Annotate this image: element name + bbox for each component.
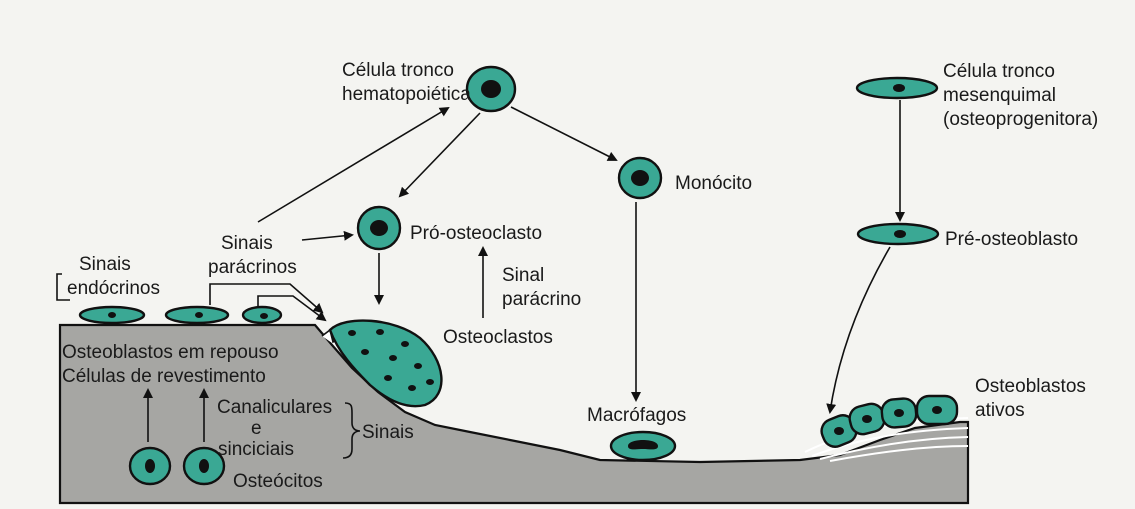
endocrine-signals-label-line1: Sinais (79, 254, 131, 275)
hsc-label-line1: Célula tronco (342, 60, 454, 81)
active-osteoblasts-label-line2: ativos (975, 400, 1025, 421)
monocyte-label: Monócito (675, 173, 752, 194)
active-osteoblasts-label-line1: Osteoblastos (975, 376, 1086, 397)
paracrine-signals-label-line2: parácrinos (208, 257, 297, 278)
lining-cell (166, 307, 228, 323)
lining-cell (243, 307, 281, 323)
osteocytes-label: Osteócitos (233, 471, 323, 492)
paracrine-signal-label-line2: parácrino (502, 289, 581, 310)
macrophages-label: Macrófagos (587, 405, 686, 426)
preosteoclast-cell (358, 207, 400, 249)
hsc-label-line2: hematopoiética (342, 84, 471, 105)
canalicular-label-line1: Canaliculares (217, 397, 332, 418)
signals-label: Sinais (362, 422, 414, 443)
preosteoblast-label: Pré-osteoblasto (945, 229, 1078, 250)
canalicular-label-line2: e (251, 418, 262, 439)
paracrine-signals-label-line1: Sinais (221, 233, 273, 254)
lining-cell (80, 307, 144, 323)
preosteoclast-label: Pró-osteoclasto (410, 223, 542, 244)
resting-osteoblasts-label: Osteoblastos em repouso (62, 342, 279, 363)
paracrine-signal-label-line1: Sinal (502, 265, 544, 286)
msc-label-line3: (osteoprogenitora) (943, 109, 1098, 130)
monocyte-cell (619, 158, 661, 198)
osteocyte-cell (130, 448, 170, 484)
msc-label-line2: mesenquimal (943, 85, 1056, 106)
macrophage-cell (611, 432, 675, 460)
preosteoblast-cell (858, 224, 938, 244)
hematopoietic-stem-cell (467, 67, 515, 111)
msc-label-line1: Célula tronco (943, 61, 1055, 82)
mesenchymal-stem-cell (857, 78, 937, 98)
osteoclasts-label: Osteoclastos (443, 327, 553, 348)
lining-cells-label: Células de revestimento (62, 366, 266, 387)
canalicular-label-line3: sinciciais (218, 439, 294, 460)
endocrine-signals-label-line2: endócrinos (67, 278, 160, 299)
